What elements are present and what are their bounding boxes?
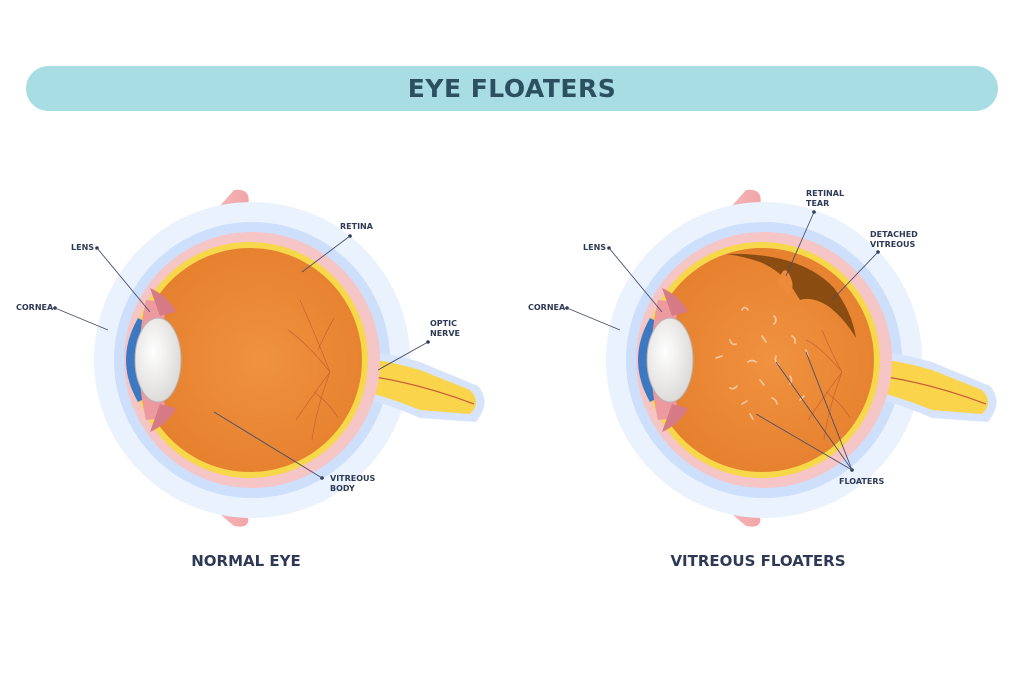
label-detached-line1: DETACHED	[870, 230, 918, 239]
label-vitreous-line2: BODY	[330, 484, 355, 493]
lens	[134, 317, 182, 403]
label-retina: RETINA	[340, 222, 374, 231]
floater-particles	[715, 306, 809, 420]
label-retinal-tear-line2: TEAR	[806, 199, 829, 208]
ciliary-body-top	[150, 288, 176, 316]
label-cornea: CORNEA	[528, 303, 566, 312]
floaters-eye-illustration	[606, 189, 997, 527]
label-cornea: CORNEA	[16, 303, 54, 312]
label-optic-line1: OPTIC	[430, 319, 457, 328]
vitreous-body	[138, 248, 362, 472]
detached-vitreous-region	[726, 253, 856, 338]
lens	[646, 317, 694, 403]
retinal-tear-flap	[778, 270, 793, 296]
ciliary-body-bottom	[662, 404, 688, 432]
floaters-eye-labels: LENS CORNEA RETINAL TEAR DETACHED VITREO…	[528, 189, 918, 570]
caption-vitreous-floaters: VITREOUS FLOATERS	[670, 552, 845, 570]
ciliary-body-bottom	[150, 404, 176, 432]
label-vitreous-line1: VITREOUS	[330, 474, 376, 483]
blood-vessels	[287, 299, 339, 441]
blood-vessels	[805, 329, 851, 441]
label-optic-line2: NERVE	[430, 329, 460, 338]
label-lens: LENS	[583, 243, 606, 252]
ciliary-body-top	[662, 288, 688, 316]
label-lens: LENS	[71, 243, 94, 252]
label-detached-line2: VITREOUS	[870, 240, 916, 249]
label-retinal-tear-line1: RETINAL	[806, 189, 844, 198]
vitreous-body	[650, 248, 874, 472]
normal-eye-illustration	[94, 189, 485, 527]
normal-eye-labels: LENS CORNEA RETINA OPTIC NERVE VITREOUS …	[16, 222, 460, 570]
page-title: EYE FLOATERS	[407, 74, 617, 103]
label-floaters: FLOATERS	[839, 477, 885, 486]
title-banner: EYE FLOATERS	[26, 66, 998, 111]
caption-normal-eye: NORMAL EYE	[191, 552, 301, 570]
